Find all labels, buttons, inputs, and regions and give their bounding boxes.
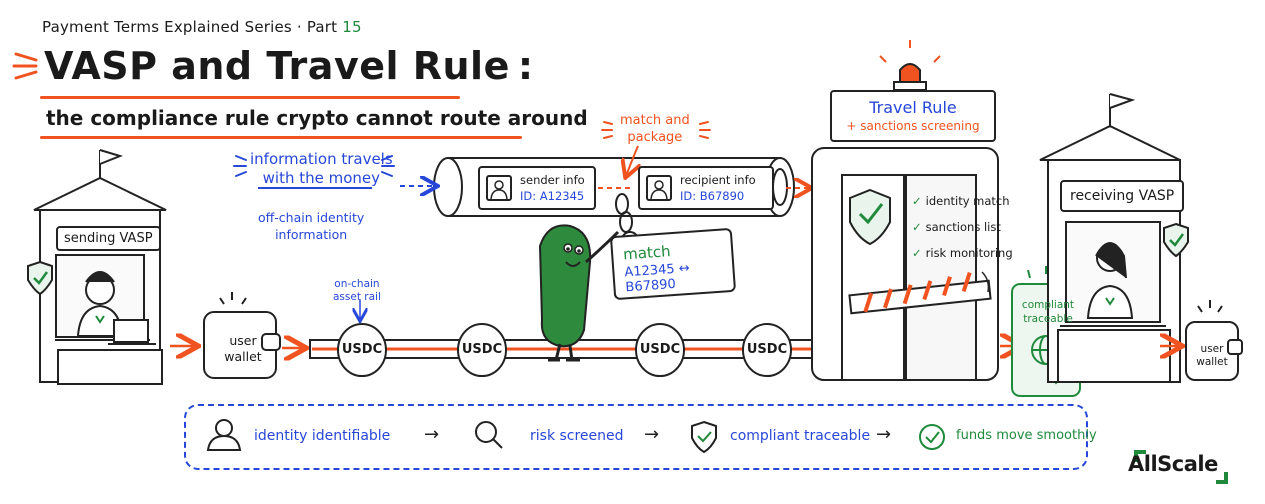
- check-icon: ✓: [912, 194, 922, 208]
- onchain-label: on-chain asset rail: [333, 278, 381, 303]
- usdc-coins: [337, 323, 792, 377]
- sender-info-title: sender info: [520, 173, 585, 187]
- flow-check-circle-icon: [919, 424, 945, 450]
- user-wallet-right-label: user wallet: [1196, 343, 1228, 368]
- check-item: ✓risk monitoring: [912, 246, 1013, 260]
- flow-arrow: →: [644, 424, 660, 445]
- travel-rule-title: Travel Rule: [869, 98, 957, 117]
- logo-bracket-right-icon: [1216, 472, 1228, 484]
- travel-rule-sign: Travel Rule + sanctions screening: [830, 90, 996, 142]
- subtitle-underline: [40, 136, 522, 139]
- coin-label: USDC: [461, 342, 503, 357]
- series-text: Payment Terms Explained Series · Part: [42, 18, 343, 36]
- coin-label: USDC: [746, 342, 788, 357]
- flow-person-icon: [206, 419, 242, 451]
- recipient-info-title: recipient info: [680, 173, 756, 187]
- subtitle: the compliance rule crypto cannot route …: [46, 106, 588, 130]
- check-icon: ✓: [912, 246, 922, 260]
- flow-step-label: compliant traceable: [730, 428, 871, 444]
- green-mascot-icon: [538, 224, 620, 362]
- emphasis-marks-icon: [12, 52, 38, 80]
- user-wallet-left-label: user wallet: [224, 333, 262, 364]
- flow-arrow: →: [876, 424, 892, 445]
- recipient-id: ID: B67890: [680, 189, 745, 203]
- flow-step-label: risk screened: [530, 428, 624, 444]
- flow-summary-box: [184, 404, 1088, 470]
- flow-step-label: funds move smoothly: [956, 428, 1097, 443]
- sender-id: ID: A12345: [520, 189, 585, 203]
- recipient-info-card: recipient info ID: B67890: [638, 166, 774, 210]
- match-package-label: match and package: [620, 113, 690, 145]
- shield-icon: [27, 260, 53, 296]
- user-wallet-right-icon: [1185, 300, 1243, 381]
- sending-vasp-booth: [33, 149, 167, 385]
- flow-magnifier-icon: [475, 421, 503, 449]
- part-number: 15: [342, 18, 362, 36]
- user-wallet-left-icon: [203, 292, 281, 379]
- check-item: ✓identity match: [912, 194, 1010, 208]
- receiving-shield-icon: [1163, 222, 1189, 258]
- sending-vasp-label: sending VASP: [56, 226, 161, 251]
- compliant-card-label: compliant traceable: [1021, 299, 1075, 325]
- title-colon: :: [517, 44, 534, 88]
- coin-label: USDC: [639, 342, 681, 357]
- travel-rule-subtitle: + sanctions screening: [846, 119, 980, 133]
- sender-avatar-icon: [486, 175, 512, 201]
- recipient-avatar-icon: [646, 175, 672, 201]
- check-icon: ✓: [912, 220, 922, 234]
- check-item: ✓sanctions list: [912, 220, 1001, 234]
- flow-shield-icon: [691, 420, 717, 454]
- receiving-vasp-label: receiving VASP: [1060, 180, 1185, 212]
- flow-step-label: identity identifiable: [254, 428, 391, 444]
- flow-arrow: →: [424, 424, 440, 445]
- title-underline: [40, 96, 460, 99]
- offchain-label: off-chain identity information: [258, 210, 365, 242]
- allscale-logo: AllScale: [1128, 452, 1218, 476]
- title-text: VASP and Travel Rule: [44, 44, 510, 88]
- info-travels-label: information travels with the money: [250, 150, 393, 187]
- main-title: VASP and Travel Rule:: [44, 44, 534, 88]
- travel-rule-checklist: ✓identity match ✓sanctions list ✓risk mo…: [912, 188, 1013, 266]
- match-tag-ids: A12345 ↔ B67890: [623, 260, 691, 296]
- receiving-vasp-booth: [1039, 93, 1181, 383]
- coin-label: USDC: [341, 342, 383, 357]
- sender-info-card: sender info ID: A12345: [478, 166, 596, 210]
- match-tag: match A12345 ↔ B67890: [609, 227, 737, 301]
- logo-bracket-left-icon: [1134, 450, 1146, 462]
- barrier-arm: [848, 272, 992, 315]
- series-line: Payment Terms Explained Series · Part 15: [42, 18, 362, 36]
